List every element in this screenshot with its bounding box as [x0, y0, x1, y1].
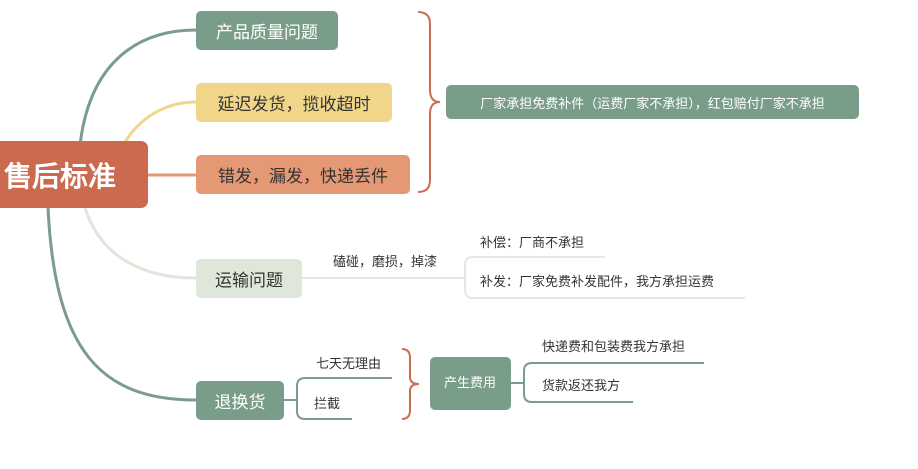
brace-issue-group — [417, 11, 441, 193]
connector-returns-case-1 — [284, 377, 392, 401]
return-outcome-1[interactable]: 快递费和包装费我方承担 — [542, 340, 686, 355]
group-result-node[interactable]: 厂家承担免费补件（运费厂家不承担），红包赔付厂家不承担 — [446, 85, 859, 119]
connector-cost-outcome-2 — [523, 383, 633, 403]
brace-return-cases — [401, 348, 420, 420]
return-case-1[interactable]: 七天无理由 — [316, 357, 382, 372]
connector-root-transport — [83, 207, 197, 280]
root-node[interactable]: 售后标准 — [0, 141, 148, 208]
cost-node[interactable]: 产生费用 — [430, 357, 511, 410]
connector-returns-case-2 — [296, 400, 352, 420]
return-outcome-2[interactable]: 货款返还我方 — [542, 379, 621, 394]
connector-cause-option-1 — [464, 256, 605, 278]
cost-node-label: 产生费用 — [444, 376, 497, 391]
connector-root-quality — [78, 28, 197, 146]
branch-transport[interactable]: 运输问题 — [196, 259, 302, 298]
return-case-2[interactable]: 拦截 — [314, 397, 341, 412]
branch-delay[interactable]: 延迟发货，揽收超时 — [196, 83, 392, 122]
connector-cost-outcome-1 — [511, 362, 704, 384]
transport-option-1[interactable]: 补偿：厂商不承担 — [480, 236, 585, 251]
transport-cause[interactable]: 磕碰，磨损，掉漆 — [333, 255, 438, 270]
transport-option-2[interactable]: 补发：厂家免费补发配件，我方承担运费 — [480, 275, 715, 290]
branch-wrongship[interactable]: 错发，漏发，快递丢件 — [196, 155, 410, 194]
connector-root-delay — [123, 100, 197, 143]
branch-returns[interactable]: 退换货 — [196, 381, 284, 420]
connector-root-returns — [46, 207, 197, 402]
branch-quality[interactable]: 产品质量问题 — [196, 11, 338, 50]
connector-cause-option-2 — [464, 278, 745, 299]
